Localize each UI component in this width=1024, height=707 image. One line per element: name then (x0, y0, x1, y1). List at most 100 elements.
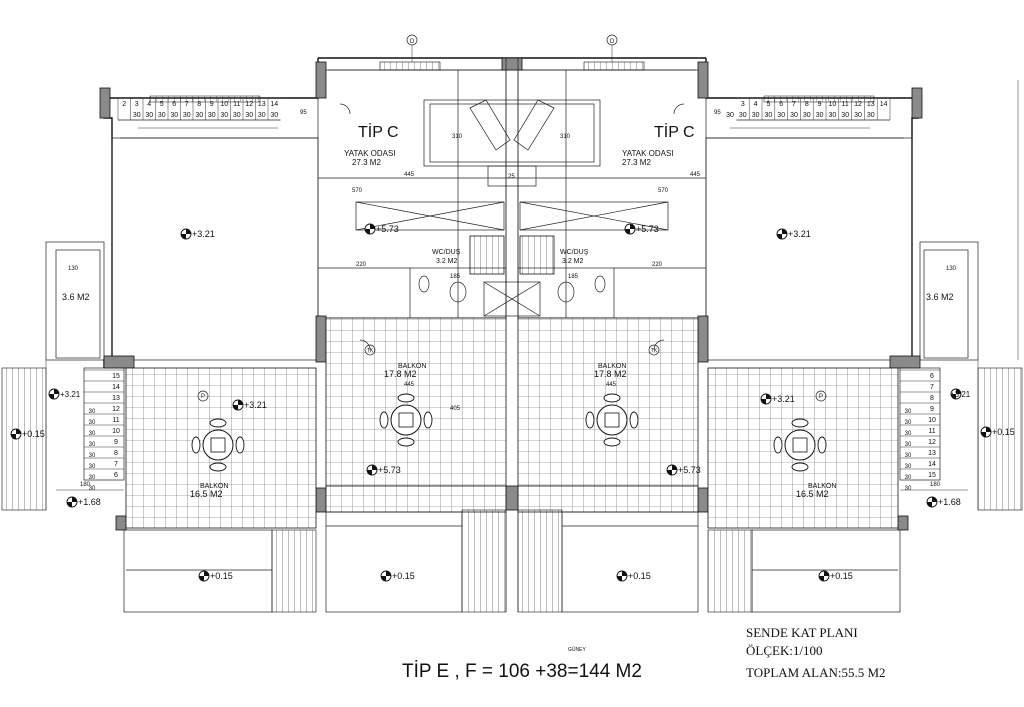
stair-step-number: 3 (135, 101, 139, 108)
chair (397, 437, 415, 447)
dimension: 570 (352, 188, 363, 194)
stair-step-number: 9 (210, 101, 214, 108)
dimension: 95 (714, 110, 721, 116)
side-stair-step-number: 11 (928, 428, 935, 435)
level-label: +5.73 (678, 465, 701, 475)
stair-tread-size: 30 (195, 112, 203, 119)
stair-step-number: 7 (185, 101, 189, 108)
tiled-balconies (125, 317, 899, 529)
dimension: 310 (452, 134, 463, 140)
chair (379, 411, 389, 429)
side-stair-tread-size: 30 (905, 464, 912, 470)
side-stair-tread-size: 30 (905, 453, 912, 459)
side-stair-tread-size: 30 (89, 431, 96, 437)
side-stair-tread-size: 30 (905, 442, 912, 448)
side-stair-step-number: 11 (112, 417, 119, 424)
room-type-label: TİP C (654, 122, 695, 141)
axis-mark: TK (367, 348, 374, 354)
chair (209, 462, 227, 472)
stair-tread-size: 30 (752, 112, 760, 119)
level-label: +0.15 (830, 571, 853, 581)
chair (791, 462, 809, 472)
stair-step-number: 3 (741, 101, 745, 108)
dimension: 445 (404, 172, 415, 178)
door-swings (339, 103, 685, 351)
side-stair-step-number: 7 (930, 384, 934, 391)
axis-mark: D (610, 39, 615, 45)
table-sets (191, 393, 827, 472)
stair-tread-size: 30 (183, 112, 191, 119)
level-label: +0.15 (628, 571, 651, 581)
stair-tread-size: 30 (245, 112, 253, 119)
stair-step-number: 5 (160, 101, 164, 108)
dimension: 220 (356, 262, 367, 268)
side-stair-step-number: 12 (112, 406, 120, 413)
dimension: 310 (560, 134, 571, 140)
title-small-label: GÜNEY (568, 646, 586, 653)
stair-step-number: 10 (220, 101, 228, 108)
dimension: 130 (946, 266, 957, 272)
level-label: +5.73 (378, 465, 401, 475)
axis-mark: TK (651, 348, 658, 354)
stair-step-number: 12 (854, 101, 862, 108)
side-stair-tread-size: 30 (89, 486, 96, 492)
dimension: 25 (508, 174, 515, 180)
dimension: 220 (652, 262, 663, 268)
room-area: 16.5 M2 (796, 489, 829, 499)
side-stair-step-number: 14 (112, 384, 120, 391)
chair (817, 436, 827, 454)
stair-step-number: 12 (245, 101, 253, 108)
level-label: +3.21 (244, 400, 267, 410)
stair-step-number: 11 (233, 101, 240, 108)
side-stair-frame (83, 367, 125, 481)
side-stair-tread-size: 30 (89, 453, 96, 459)
stair-step-number: 5 (766, 101, 770, 108)
lower-level-outline (45, 80, 1019, 613)
top-stair-right: 1413121110987654330303030303030303030303… (726, 97, 891, 129)
stair-step-number: 2 (122, 101, 126, 108)
stair-tread-size: 30 (133, 112, 141, 119)
axis-mark: P (201, 394, 205, 400)
stair-step-number: 8 (805, 101, 809, 108)
stair-tread-size: 30 (816, 112, 824, 119)
title-block: GÜNEY TİP E , F = 106 +38=144 M2 SENDE K… (402, 625, 886, 682)
level-label: +0.15 (210, 571, 233, 581)
room-area: 17.8 M2 (594, 369, 627, 379)
level-label: +0.15 (392, 571, 415, 581)
side-stair-step-number: 9 (114, 439, 118, 446)
stair-tread-size: 30 (777, 112, 785, 119)
room-area: 27.3 M2 (622, 158, 651, 167)
level-label: +3.21 (60, 390, 81, 399)
level-label: +5.73 (376, 224, 399, 234)
dimension: 185 (450, 274, 461, 280)
side-stair-step-number: 9 (930, 406, 934, 413)
dimension: 180 (80, 482, 91, 488)
stair-step-number: 4 (754, 101, 758, 108)
room-name: BALKON (200, 483, 228, 490)
chair (235, 436, 245, 454)
stair-step-number: 4 (147, 101, 151, 108)
side-stair-tread-size: 30 (89, 420, 96, 426)
level-label: +0.15 (992, 427, 1015, 437)
axis-markers: D D TK TK P P (197, 34, 827, 402)
side-stair-tread-size: 30 (89, 464, 96, 470)
plan-name: SENDE KAT PLANI (746, 625, 858, 640)
room-name: WC/DUŞ (432, 249, 461, 256)
chair (209, 418, 227, 428)
dimension: 445 (404, 382, 415, 388)
side-stair-step-number: 7 (114, 461, 118, 468)
chair (791, 418, 809, 428)
chair (603, 393, 621, 403)
plan-scale: ÖLÇEK:1/100 (746, 643, 823, 658)
stair-tread-size: 30 (803, 112, 811, 119)
dimension: 130 (68, 266, 79, 272)
stair-tread-size: 30 (739, 112, 747, 119)
chair (629, 411, 639, 429)
total-area: TOPLAM ALAN:55.5 M2 (746, 665, 886, 680)
stair-step-number: 13 (867, 101, 875, 108)
room-name: YATAK ODASI (622, 149, 674, 158)
chair (603, 437, 621, 447)
stair-tread-size: 30 (790, 112, 798, 119)
room-name: WC/DUŞ (560, 249, 589, 256)
axis-mark: D (410, 39, 415, 45)
